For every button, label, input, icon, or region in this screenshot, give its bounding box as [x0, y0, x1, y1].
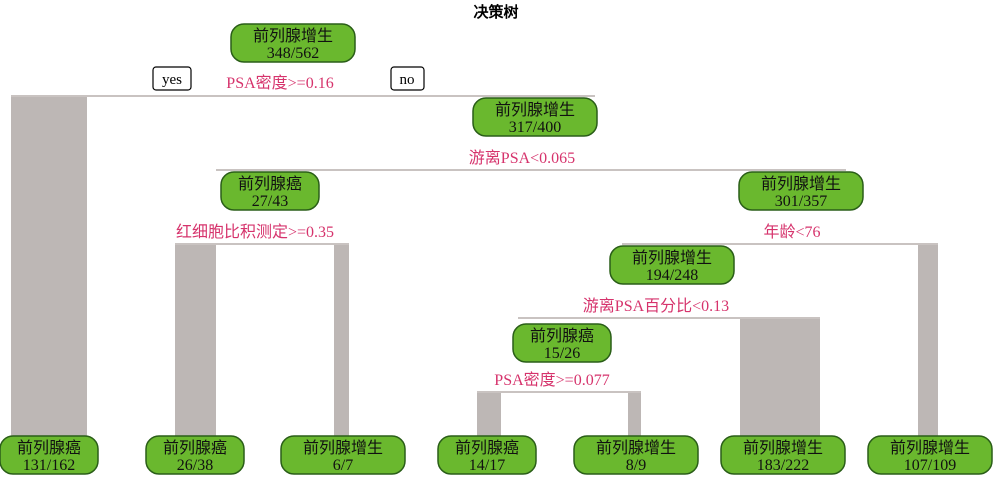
- node-class-label: 前列腺增生: [253, 27, 333, 45]
- node-box: [472, 97, 598, 137]
- node-class-label: 前列腺癌: [238, 175, 302, 193]
- node-count-label: 317/400: [509, 119, 561, 136]
- node-class-label: 前列腺增生: [596, 439, 676, 457]
- node-count-label: 131/162: [23, 457, 75, 474]
- split-s4: 年龄<76: [763, 223, 820, 241]
- split-connectors: [11, 95, 938, 393]
- node-count-label: 26/38: [177, 457, 213, 474]
- node-box: [573, 435, 699, 475]
- node-class-label: 前列腺癌: [163, 439, 227, 457]
- node-count-label: 8/9: [626, 457, 646, 474]
- node-box: [220, 171, 320, 211]
- yes-label: yes: [162, 72, 182, 88]
- branch-bar: [175, 244, 216, 436]
- no-indicator: no: [390, 66, 425, 91]
- split-s3: 红细胞比积测定>=0.35: [176, 223, 334, 241]
- yes-indicator: yes: [152, 66, 192, 91]
- branch-bar: [628, 392, 641, 436]
- tree-branches: [11, 96, 938, 436]
- branch-bar: [334, 244, 349, 436]
- node-box: [720, 435, 846, 475]
- node-class-label: 前列腺增生: [743, 439, 823, 457]
- node-class-label: 前列腺增生: [303, 439, 383, 457]
- branch-bar: [11, 96, 87, 436]
- node-box: [738, 171, 864, 211]
- branch-bar: [477, 392, 501, 436]
- node-class-label: 前列腺癌: [455, 439, 519, 457]
- no-label: no: [400, 72, 415, 88]
- node-count-label: 6/7: [333, 457, 353, 474]
- node-class-label: 前列腺增生: [890, 439, 970, 457]
- node-count-label: 14/17: [469, 457, 505, 474]
- branch-bar: [918, 244, 938, 436]
- node-count-label: 27/43: [252, 193, 288, 210]
- node-count-label: 348/562: [267, 45, 319, 62]
- node-box: [512, 323, 612, 363]
- split-s5: 游离PSA百分比<0.13: [583, 297, 729, 315]
- split-s1: PSA密度>=0.16: [226, 74, 333, 92]
- node-count-label: 194/248: [646, 267, 698, 284]
- tree-nodes: 前列腺增生348/562前列腺癌131/162前列腺增生317/400前列腺癌2…: [0, 23, 993, 475]
- node-count-label: 15/26: [544, 345, 580, 362]
- split-s6: PSA密度>=0.077: [494, 371, 609, 389]
- node-box: [145, 435, 245, 475]
- diagram-title: 决策树: [473, 3, 518, 21]
- node-class-label: 前列腺癌: [530, 327, 594, 345]
- node-class-label: 前列腺癌: [17, 439, 81, 457]
- node-box: [0, 435, 99, 475]
- node-count-label: 183/222: [757, 457, 809, 474]
- node-count-label: 107/109: [904, 457, 956, 474]
- node-box: [230, 23, 356, 63]
- node-box: [437, 435, 537, 475]
- node-box: [609, 245, 735, 285]
- split-s2: 游离PSA<0.065: [469, 149, 575, 167]
- node-class-label: 前列腺增生: [632, 249, 712, 267]
- node-count-label: 301/357: [775, 193, 827, 210]
- branch-bar: [740, 318, 820, 436]
- node-box: [867, 435, 993, 475]
- node-class-label: 前列腺增生: [495, 101, 575, 119]
- node-box: [280, 435, 406, 475]
- node-class-label: 前列腺增生: [761, 175, 841, 193]
